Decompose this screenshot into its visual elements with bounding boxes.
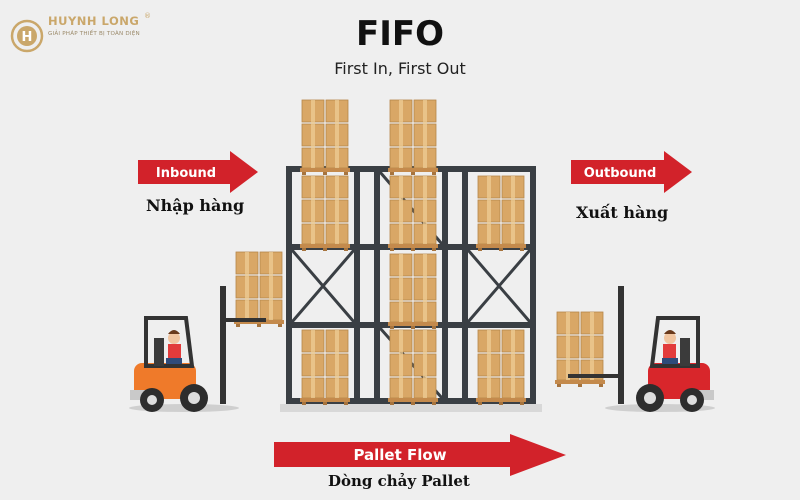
inbound-arrow: Inbound (138, 151, 258, 193)
outbound-caption: Xuất hàng (576, 203, 669, 222)
page-subtitle: First In, First Out (334, 59, 466, 78)
page-title: FIFO (355, 14, 444, 54)
forklift-icon (127, 286, 266, 414)
logo-registered-mark: ® (144, 12, 151, 20)
forklift-icon (568, 286, 717, 414)
pallet-flow-caption: Dòng chảy Pallet (328, 472, 470, 490)
inbound-label: Inbound (156, 166, 216, 181)
outbound-label: Outbound (584, 166, 657, 181)
logo-name: HUYNH LONG (48, 14, 140, 28)
logo-tagline: GIẢI PHÁP THIẾT BỊ TOÀN DIỆN (48, 31, 140, 37)
inbound-caption: Nhập hàng (146, 196, 245, 215)
outbound-arrow: Outbound (571, 151, 692, 193)
pallet-flow-arrow: Pallet Flow (274, 434, 566, 476)
pallet-flow-label: Pallet Flow (353, 446, 446, 464)
logo-emblem-letter: H (22, 30, 33, 45)
logo-emblem: H (10, 19, 44, 53)
